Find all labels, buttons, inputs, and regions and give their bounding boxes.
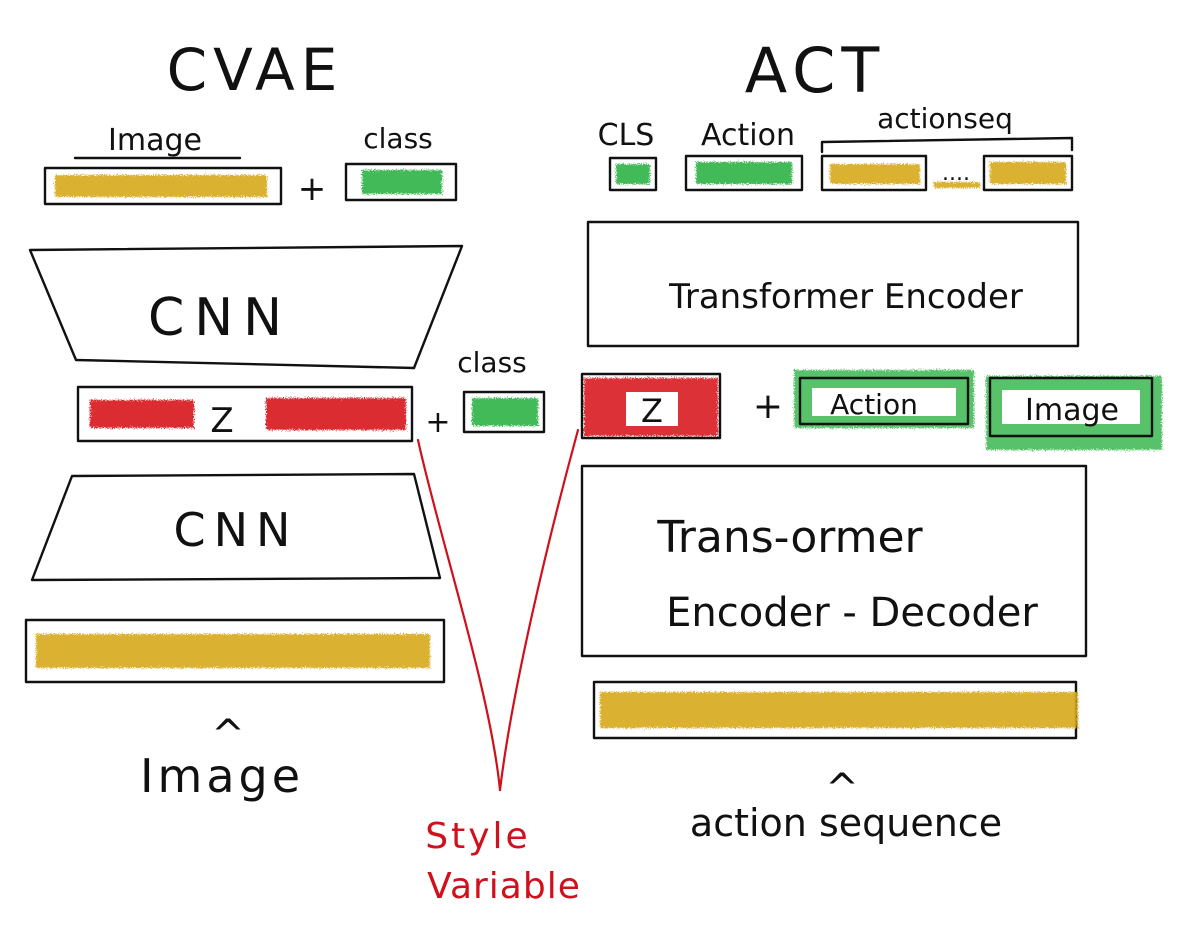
cvae-input-class-label: class: [363, 122, 433, 155]
cvae-output-hat: ^: [211, 712, 245, 758]
act-latent-center: [626, 392, 678, 426]
cvae-input-image-fill: [55, 175, 267, 197]
cvae-output-image-fill: [36, 634, 430, 668]
act-action-label: Action: [701, 118, 795, 153]
act-decoder-label-line2: Encoder - Decoder: [666, 590, 1038, 636]
act-cls-label: CLS: [598, 118, 655, 153]
act-latent-vector: [580, 372, 722, 440]
cvae-input-image-vector: [43, 166, 283, 206]
cvae-input-class-fill: [362, 170, 442, 194]
act-output-label: action sequence: [690, 801, 1002, 845]
act-cond-action-vector: [798, 376, 970, 426]
act-cond-plus: +: [753, 386, 783, 427]
act-title: ACT: [745, 34, 886, 107]
act-action-seq-ellipsis: ....: [942, 161, 970, 186]
style-pointer-left: [416, 438, 502, 792]
act-output-sequence-fill: [600, 692, 1078, 728]
cvae-cond-class-fill: [472, 398, 538, 426]
act-output-hat: ^: [825, 766, 859, 812]
act-transformer-encoder: [586, 220, 1080, 348]
act-action-fill: [696, 162, 792, 184]
cvae-latent-fill-right: [266, 398, 406, 430]
act-action-seq-last-fill: [990, 162, 1066, 184]
cvae-decoder-cnn: [30, 472, 442, 582]
act-cond-image-label-bg: [1002, 390, 1140, 424]
cvae-cond-class-vector: [462, 390, 546, 434]
cvae-output-label: Image: [140, 749, 304, 803]
cvae-title: CVAE: [167, 36, 344, 104]
cvae-decoder-label: CNN: [174, 503, 299, 557]
act-cls-fill: [616, 164, 650, 184]
cvae-latent-label: Z: [210, 401, 233, 441]
act-cond-action-label: Action: [830, 388, 918, 421]
style-pointer-right: [498, 428, 580, 792]
cvae-encoder-label: CNN: [148, 288, 292, 348]
act-cond-image-label: Image: [1025, 393, 1119, 428]
act-decoder-label-line1: Trans-ormer: [656, 512, 923, 563]
cvae-latent-fill-left: [90, 400, 194, 428]
style-variable-line1: Style: [425, 816, 530, 857]
act-cond-action-label-bg: [812, 388, 956, 416]
cvae-input-class-vector: [344, 162, 458, 202]
act-action-vector: [684, 154, 804, 192]
cvae-output-image-vector: [24, 618, 446, 684]
act-action-seq-first-fill: [830, 164, 920, 184]
act-action-seq-label: actionseq: [877, 102, 1013, 135]
cvae-cond-class-label: class: [457, 346, 527, 379]
cvae-input-plus: +: [298, 169, 327, 209]
act-action-seq-last: [982, 154, 1074, 192]
act-action-seq-brace: [820, 136, 1074, 154]
cvae-input-image-label: Image: [108, 123, 202, 158]
act-encoder-label: Transformer Encoder: [668, 277, 1023, 317]
style-variable-line2: Variable: [427, 866, 581, 907]
cvae-encoder-cnn: [28, 244, 464, 370]
act-latent-label: Z: [641, 392, 663, 430]
cvae-latent-vector: [76, 385, 414, 443]
act-cls-vector: [608, 156, 658, 192]
act-cond-image-vector: [988, 376, 1154, 438]
act-action-seq-gap-fill: [934, 182, 980, 188]
act-action-seq-first: [820, 154, 928, 192]
act-transformer-encoder-decoder: [580, 464, 1088, 658]
cvae-cond-plus: +: [425, 405, 450, 440]
